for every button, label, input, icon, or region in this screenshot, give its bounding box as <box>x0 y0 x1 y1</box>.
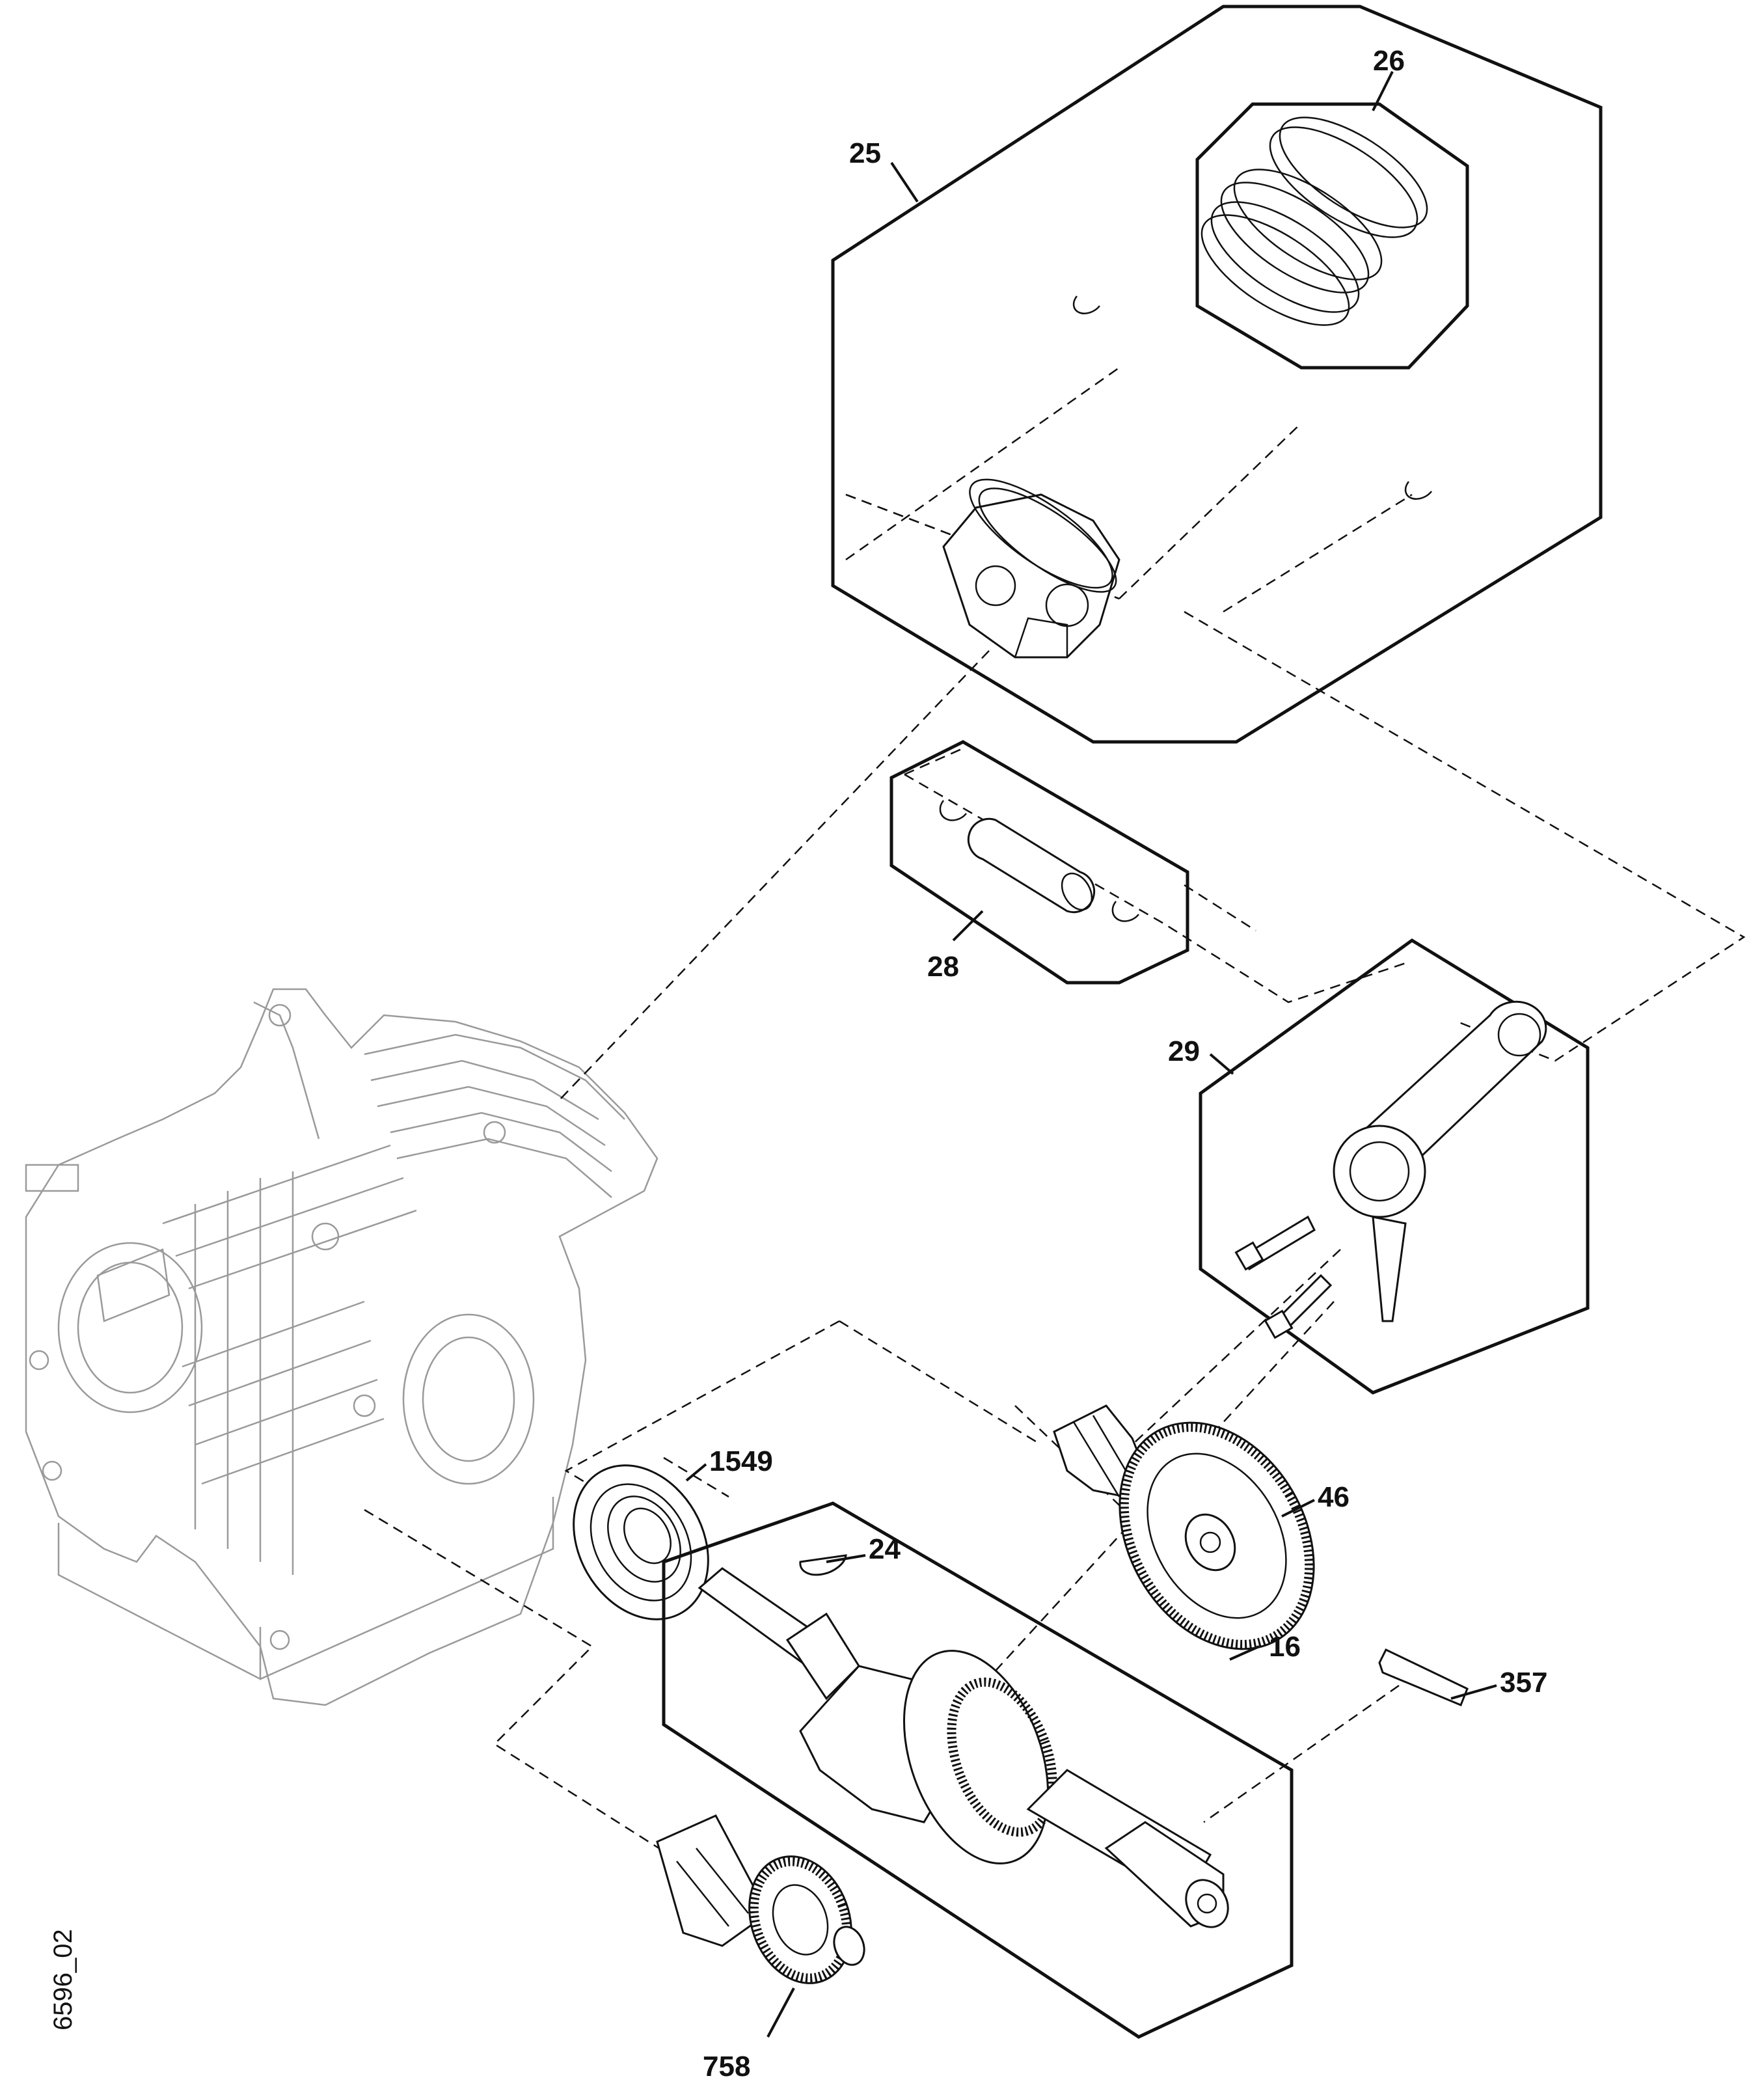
ball-bearing-drawing <box>573 1464 709 1620</box>
camshaft-drawing <box>1053 1404 1315 1650</box>
governor-assembly-drawing <box>656 1814 865 1984</box>
piston-pin-drawing <box>939 800 1139 922</box>
leader-lines <box>685 71 1497 2038</box>
piston-pin-set-box <box>889 740 1189 985</box>
piston-pin-set-group <box>889 740 1189 985</box>
assembly-guide-lines <box>364 366 1746 1869</box>
callout-26: 26 <box>1373 45 1405 77</box>
callout-25: 25 <box>849 137 881 169</box>
woodruff-key-drawing <box>799 1554 847 1576</box>
callout-28: 28 <box>927 951 959 983</box>
callout-24: 24 <box>869 1533 901 1565</box>
callout-46: 46 <box>1318 1481 1350 1513</box>
crankshaft-box <box>662 1501 1294 2039</box>
circlip-drawing <box>1404 481 1432 500</box>
piston-rings-drawing <box>1201 116 1428 326</box>
callout-1549: 1549 <box>709 1445 773 1477</box>
crankshaft-group <box>662 1501 1294 2039</box>
piston-drawing <box>942 478 1120 659</box>
piston-assembly-box <box>831 5 1603 744</box>
callout-29: 29 <box>1168 1035 1200 1067</box>
piston-ring-set-box <box>1195 102 1469 370</box>
connecting-rod-group <box>1199 938 1590 1395</box>
callout-16: 16 <box>1269 1631 1301 1663</box>
piston-ring-set-group <box>1195 102 1469 370</box>
callout-labels: 25 26 28 29 1549 24 46 16 357 758 <box>703 45 1547 2082</box>
crankshaft-drawing <box>698 1567 1229 1928</box>
connecting-rod-drawing <box>1234 1000 1547 1339</box>
circlip-drawing <box>1072 295 1100 314</box>
callout-357: 357 <box>1500 1667 1547 1699</box>
connecting-rod-box <box>1199 938 1590 1395</box>
crankcase-drawing <box>25 988 658 1706</box>
figure-id: 6596_02 <box>49 1929 77 2030</box>
callout-758: 758 <box>703 2051 750 2082</box>
key-drawing <box>1378 1648 1469 1706</box>
piston-assembly-group <box>831 5 1603 744</box>
